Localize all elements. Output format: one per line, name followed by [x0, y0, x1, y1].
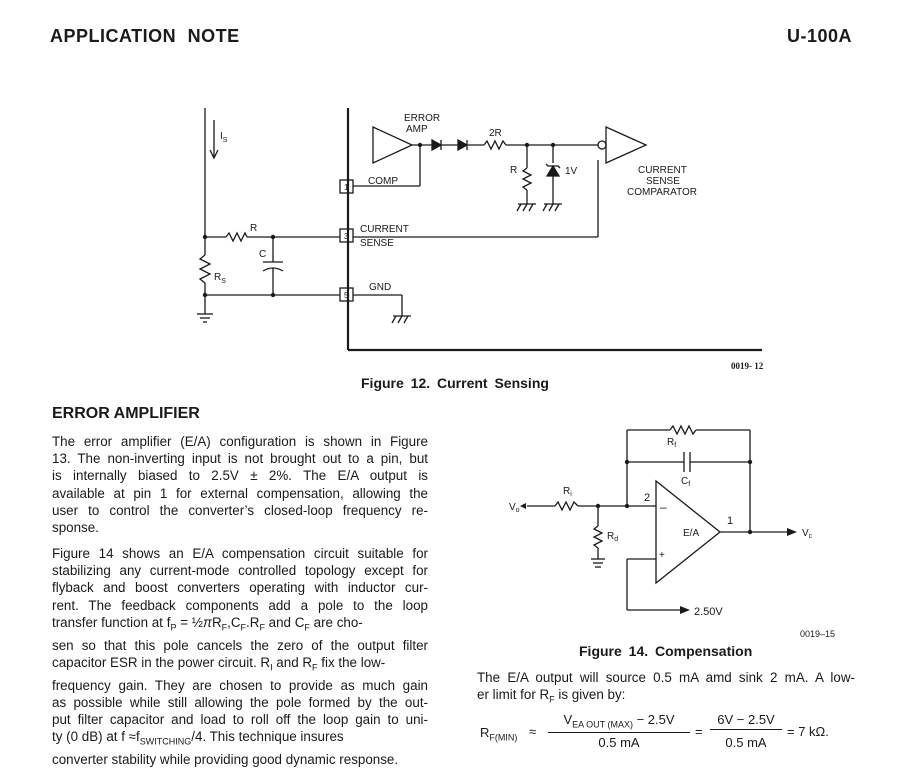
paragraph-line: converter stability while providing good…	[52, 752, 399, 768]
paragraph-line: sen so that this pole cancels the zero o…	[52, 637, 428, 653]
rf-label: Rf	[667, 437, 676, 449]
pin-2-label: 2	[644, 492, 650, 504]
figure-14-schematic: Rf Cf Ri Rd Vo Vc 2 1 E/A – + 2.50V	[509, 424, 813, 618]
paragraph-2: Figure 14 shows an E/A compensation circ…	[52, 545, 428, 768]
current-sense-label-2: SENSE	[360, 238, 394, 249]
paragraph-line: ty (0 dB) at f ≈fSWITCHING/4. This techn…	[52, 729, 344, 748]
paragraph-line: user to control the converter’s closed-l…	[52, 502, 428, 518]
figure-12-caption: Figure 12. Current Sensing	[361, 375, 549, 391]
two-r-label: 2R	[489, 128, 502, 139]
paragraph-line: Figure 14 shows an E/A compensation circ…	[52, 546, 428, 561]
figure-14-caption: Figure 14. Compensation	[579, 643, 753, 659]
section-title: ERROR AMPLIFIER	[52, 405, 200, 422]
fraction-2-numerator: 6V − 2.5V	[710, 712, 782, 730]
approx-symbol: ≈	[529, 724, 537, 739]
rs-label: RS	[214, 272, 226, 285]
paragraph-line: stabilizing any current-mode controlled …	[52, 563, 428, 579]
paragraph-line: available at pin 1 for external compensa…	[52, 485, 428, 501]
equals-symbol: =	[695, 724, 703, 739]
ri-label: Ri	[563, 486, 572, 498]
is-label: IS	[220, 131, 228, 144]
vc-label: Vc	[802, 528, 813, 540]
comp-label: COMP	[368, 176, 398, 187]
paragraph-line: frequency gain. They are chosen to provi…	[52, 677, 428, 693]
ea-label: E/A	[683, 528, 699, 539]
document-header-right: U-100A	[787, 26, 853, 46]
c-filter-label: C	[259, 249, 266, 260]
paragraph-line: transfer function at fP = ½πRF,CF.RF and…	[52, 613, 363, 633]
paragraph-line: put filter capacitor and load to roll of…	[52, 712, 428, 728]
r-filter-label: R	[250, 223, 257, 234]
one-v-label: 1V	[565, 166, 578, 177]
cs-comparator-label-1: CURRENT	[638, 165, 687, 176]
paragraph-line: sponse.	[52, 520, 99, 536]
pin-1-label: 1	[344, 183, 349, 192]
paragraph-line: The error amplifier (E/A) configuration …	[52, 434, 428, 449]
formula-result: = 7 kΩ.	[787, 724, 829, 739]
paragraph-line: The E/A output will source 0.5 mA amd si…	[477, 670, 855, 685]
figure-14-code: 0019–15	[800, 629, 836, 639]
vo-label: Vo	[509, 502, 520, 514]
cs-comparator-label-2: SENSE	[646, 176, 680, 187]
noninverting-input-label: +	[659, 550, 665, 561]
current-sense-label-1: CURRENT	[360, 224, 409, 235]
rd-label: Rd	[607, 531, 618, 543]
fraction-1-denominator: 0.5 mA	[598, 735, 640, 750]
paragraph-line: er limit for RF is given by:	[477, 687, 626, 705]
paragraph-line: 13. The non-inverting input is not broug…	[52, 451, 428, 467]
pin-5-label: 5	[344, 291, 349, 300]
paragraph-line: is internally biased to 2.5V ± 2%. The E…	[52, 468, 428, 484]
r-divider-label: R	[510, 165, 517, 176]
paragraph-line: flyback and boost converters operating w…	[52, 580, 428, 596]
paragraph-3: The E/A output will source 0.5 mA amd si…	[477, 669, 855, 709]
paragraph-line: rent. The feedback components add a pole…	[52, 597, 428, 613]
inverting-input-label: –	[660, 500, 667, 514]
document-header-left: APPLICATION NOTE	[50, 26, 240, 46]
error-amp-label-2: AMP	[406, 124, 428, 135]
fraction-1-numerator: VEA OUT (MAX) − 2.5V	[548, 712, 690, 733]
fraction-2-denominator: 0.5 mA	[725, 735, 767, 750]
error-amp-label-1: ERROR	[404, 113, 440, 124]
figure-12-code: 0019- 12	[731, 361, 764, 371]
cs-comparator-label-3: COMPARATOR	[627, 187, 697, 198]
pin-3-label: 3	[344, 232, 349, 241]
paragraph-1: The error amplifier (E/A) configuration …	[52, 433, 428, 536]
reference-voltage-label: 2.50V	[694, 606, 723, 618]
cf-label: Cf	[681, 476, 690, 488]
gnd-label: GND	[369, 282, 391, 293]
rf-min-lhs: RF(MIN)	[480, 725, 518, 743]
figure-12-schematic: IS ERROR AMP 2R R 1V CURRENT SENSE COMPA…	[197, 108, 762, 352]
paragraph-line: as possible while still allowing the pol…	[52, 694, 428, 710]
pin-1-label: 1	[727, 515, 733, 527]
paragraph-line: capacitor ESR in the power circuit. RI a…	[52, 654, 386, 673]
